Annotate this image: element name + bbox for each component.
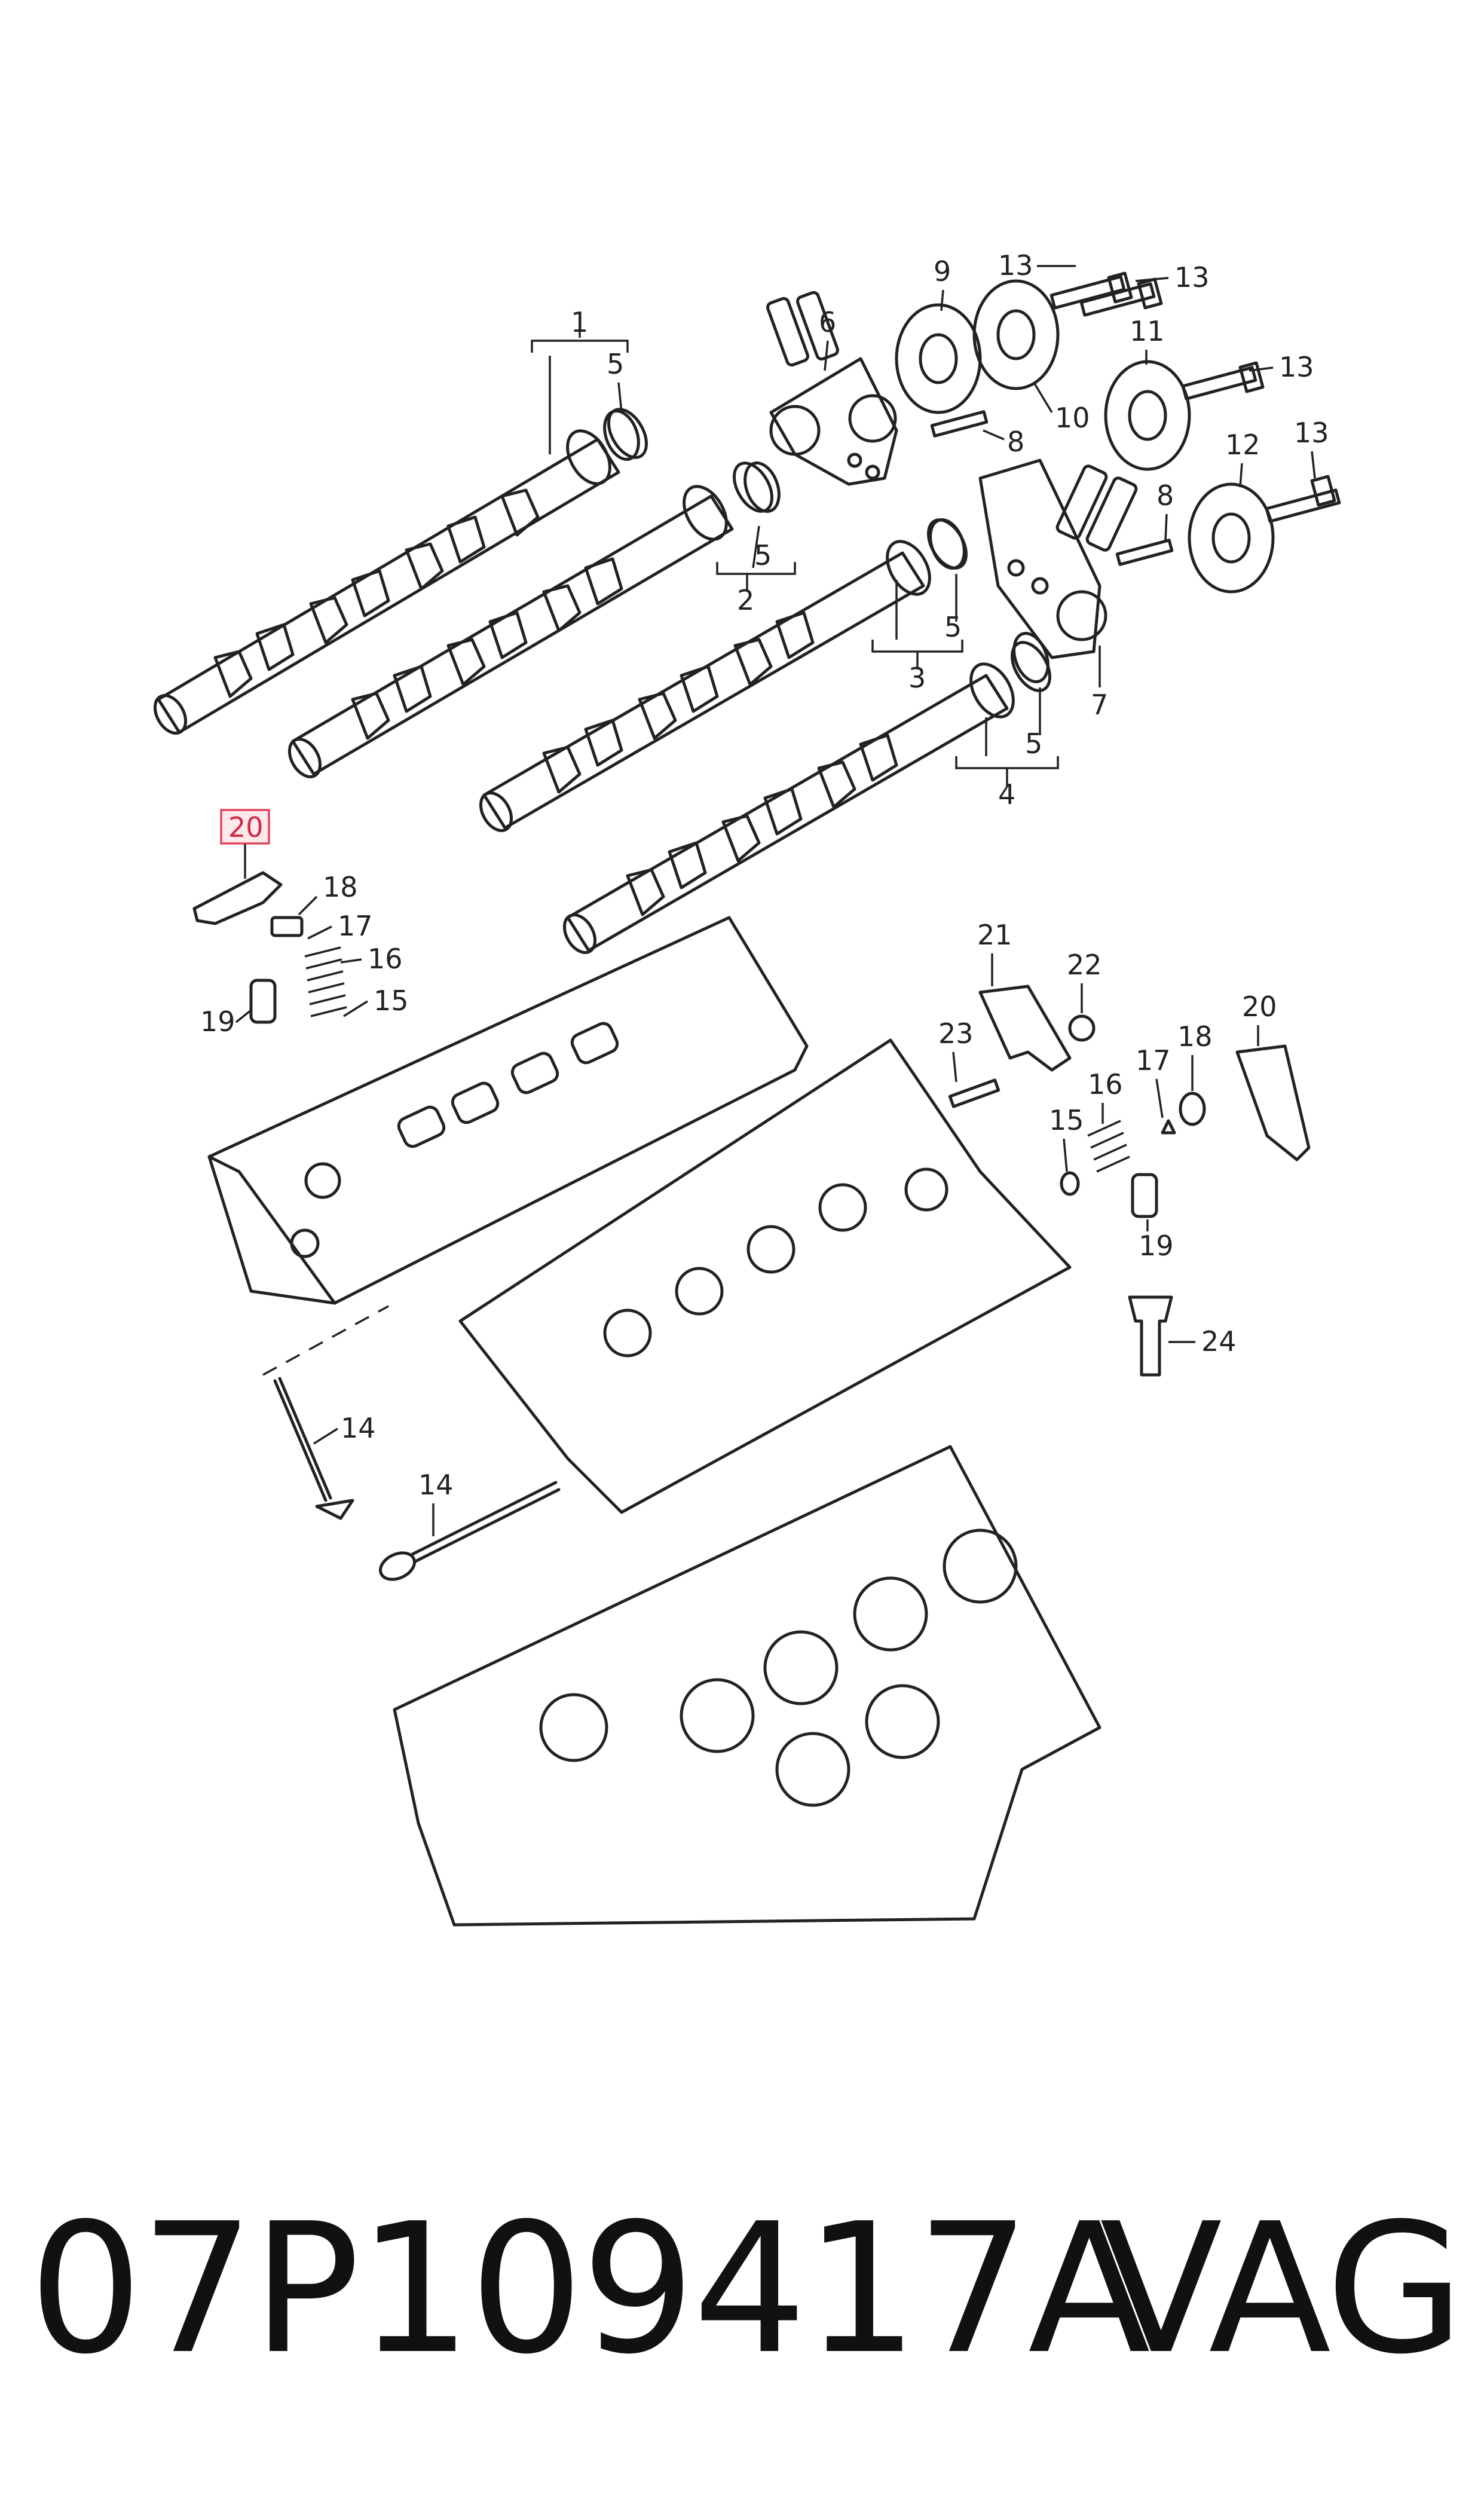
callout-18a: 18 — [323, 871, 358, 903]
callout-5a: 5 — [607, 348, 624, 380]
tappet-19-left — [249, 979, 277, 1024]
control-housing-6 — [766, 291, 898, 486]
spring-retainer-18-right — [1179, 1092, 1206, 1126]
callout-5d: 5 — [1025, 727, 1042, 760]
callout-18b: 18 — [1177, 1020, 1213, 1053]
callout-24: 24 — [1201, 1325, 1237, 1358]
part-number: 07P109417A — [29, 2185, 1151, 2393]
callout-15b: 15 — [1049, 1104, 1084, 1136]
callout-21: 21 — [977, 919, 1012, 951]
valve-stem-seal-15-right — [1060, 1171, 1080, 1196]
callout-5c: 5 — [944, 611, 962, 643]
callout-9: 9 — [934, 255, 951, 288]
callout-7: 7 — [1091, 689, 1108, 721]
callout-22: 22 — [1067, 949, 1102, 981]
camshaft-adjuster-11 — [1104, 360, 1191, 471]
bolt-8b — [1115, 539, 1174, 566]
callout-2: 2 — [737, 584, 754, 616]
seal-5a — [603, 409, 640, 461]
support-element-24 — [1128, 1295, 1173, 1377]
valve-spring-16-left — [304, 946, 347, 1017]
stud-23 — [948, 1078, 1000, 1108]
callout-8a: 8 — [1007, 426, 1024, 458]
valve-14b — [379, 1481, 561, 1581]
spring-seat-18-left — [270, 916, 304, 937]
valve-14a — [273, 1377, 354, 1520]
callout-13d: 13 — [1294, 417, 1329, 449]
callout-19b: 19 — [1139, 1230, 1174, 1262]
callout-23: 23 — [938, 1017, 974, 1050]
nut-22 — [1068, 1014, 1096, 1042]
exploded-parts-diagram: 1 5 2 5 3 5 4 5 6 7 8 8 9 10 11 12 13 13 — [153, 249, 1341, 1927]
callout-6: 6 — [819, 306, 836, 338]
seal-5c — [929, 518, 966, 570]
control-housing-7 — [978, 458, 1138, 659]
callout-13b: 13 — [1174, 261, 1210, 294]
callout-20a: 20 — [228, 811, 264, 843]
callout-13c: 13 — [1279, 351, 1314, 383]
valve-keeper-17-right — [1161, 1119, 1176, 1135]
camshaft-1 — [153, 408, 648, 735]
callout-12: 12 — [1225, 429, 1260, 461]
callout-16b: 16 — [1088, 1068, 1123, 1100]
bearing-cap-21 — [978, 985, 1072, 1072]
bolt-8a — [930, 410, 989, 438]
callouts: 1 5 2 5 3 5 4 5 6 7 8 8 9 10 11 12 13 13 — [200, 249, 1329, 1536]
callout-17a: 17 — [338, 910, 373, 942]
callout-13a: 13 — [998, 249, 1033, 282]
brand-name: VAG — [1100, 2185, 1464, 2393]
callout-16a: 16 — [368, 943, 403, 975]
callout-19a: 19 — [200, 1005, 235, 1038]
bolt-13a — [1049, 271, 1133, 310]
hydraulic-tappet-19-right — [1131, 1173, 1158, 1218]
seal-5d — [1012, 632, 1049, 683]
roller-rocker-20-right — [1235, 1044, 1311, 1161]
footer: 07P109417A VAG — [0, 2164, 1484, 2415]
camshaft-4 — [562, 641, 1051, 954]
callout-17b: 17 — [1136, 1044, 1171, 1077]
camshaft-adjuster-9 — [895, 303, 982, 414]
seal-5b — [743, 461, 781, 513]
cylinder-head-left — [207, 916, 809, 1305]
dashed-guide-line — [262, 1305, 389, 1376]
callout-11: 11 — [1130, 315, 1165, 347]
camshaft-adjuster-10 — [972, 279, 1060, 390]
engine-block — [393, 1445, 1101, 1927]
camshaft-adjuster-12 — [1188, 482, 1275, 594]
callout-10: 10 — [1055, 402, 1090, 434]
bolt-13c — [1181, 361, 1265, 401]
callout-1: 1 — [571, 306, 588, 338]
callout-14a: 14 — [341, 1412, 376, 1444]
highlight-box-20 — [220, 809, 270, 845]
cylinder-head-right — [458, 1038, 1072, 1514]
bolt-13d — [1265, 475, 1341, 523]
callout-15a: 15 — [374, 985, 409, 1017]
callout-14b: 14 — [418, 1469, 454, 1501]
bolt-13b — [1079, 277, 1163, 317]
roller-rocker-20-left — [192, 871, 283, 925]
valve-spring-16-right — [1087, 1120, 1130, 1173]
callout-5b: 5 — [754, 539, 772, 571]
callout-3: 3 — [908, 662, 926, 694]
callout-20b: 20 — [1242, 990, 1277, 1023]
camshaft-3 — [479, 518, 968, 832]
callout-8b: 8 — [1156, 479, 1174, 512]
callout-4: 4 — [998, 778, 1015, 811]
